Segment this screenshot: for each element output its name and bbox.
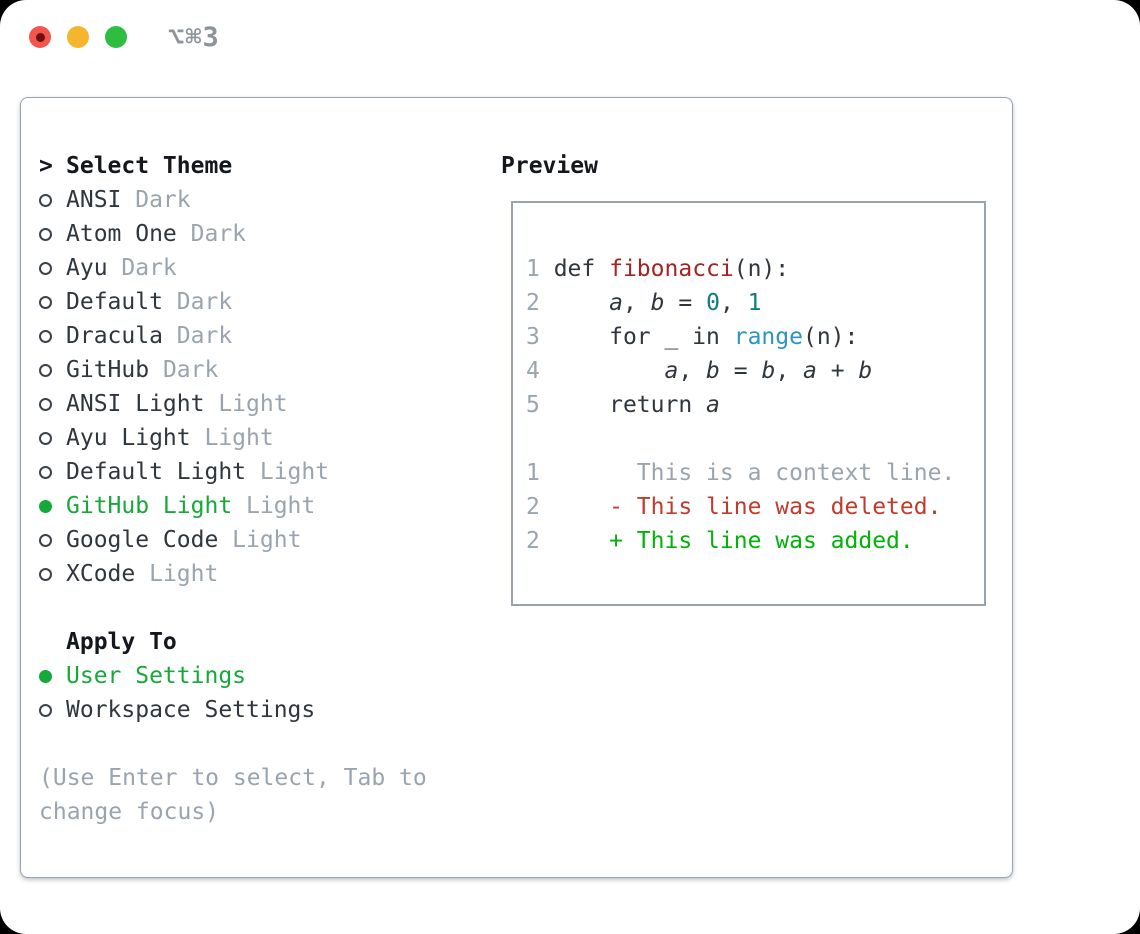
theme-option-atom-one-dark[interactable]: Atom One Dark — [39, 217, 479, 251]
select-theme-header-label: Select Theme — [66, 153, 233, 179]
apply-to-header-label: Apply To — [66, 629, 177, 655]
theme-option-default-light-light[interactable]: Default Light Light — [39, 455, 479, 489]
radio-unselected-icon — [39, 465, 66, 479]
code-line: 1 This is a context line. — [526, 460, 956, 486]
theme-label: Ayu Dark — [66, 255, 177, 281]
theme-option-google-code-light[interactable]: Google Code Light — [39, 523, 479, 557]
theme-option-dracula-dark[interactable]: Dracula Dark — [39, 319, 479, 353]
radio-unselected-icon — [39, 295, 66, 309]
radio-unselected-icon — [39, 533, 66, 547]
radio-unselected-icon — [39, 703, 66, 717]
theme-option-ayu-light-light[interactable]: Ayu Light Light — [39, 421, 479, 455]
apply-to-header: Apply To — [39, 625, 479, 659]
theme-option-ayu-dark[interactable]: Ayu Dark — [39, 251, 479, 285]
apply-option-user-settings[interactable]: User Settings — [39, 659, 479, 693]
code-line: 3 for _ in range(n): — [526, 324, 859, 350]
preview-box: 1 def fibonacci(n): 2 a, b = 0, 1 3 for _ … — [511, 201, 986, 606]
select-theme-header: > Select Theme — [39, 149, 479, 183]
spacer — [39, 591, 479, 625]
code-line: 2 a, b = 0, 1 — [526, 290, 762, 316]
theme-label: ANSI Dark — [66, 187, 191, 213]
radio-selected-icon — [39, 669, 66, 683]
spacer — [39, 727, 479, 761]
preview-header: Preview — [501, 153, 598, 179]
radio-unselected-icon — [39, 261, 66, 275]
titlebar: ⌥⌘3 — [0, 0, 1140, 75]
theme-option-xcode-light[interactable]: XCode Light — [39, 557, 479, 591]
radio-unselected-icon — [39, 227, 66, 241]
theme-label: GitHub Dark — [66, 357, 219, 383]
radio-unselected-icon — [39, 363, 66, 377]
radio-selected-icon — [39, 499, 66, 513]
close-button[interactable] — [29, 26, 51, 48]
code-line: 2 - This line was deleted. — [526, 494, 942, 520]
theme-label: Ayu Light Light — [66, 425, 274, 451]
theme-option-ansi-light-light[interactable]: ANSI Light Light — [39, 387, 479, 421]
minimize-button[interactable] — [67, 26, 89, 48]
radio-unselected-icon — [39, 193, 66, 207]
radio-unselected-icon — [39, 567, 66, 581]
cursor-caret-icon: > — [39, 153, 53, 179]
apply-option-workspace-settings[interactable]: Workspace Settings — [39, 693, 479, 727]
hint-text-line-2: change focus) — [39, 799, 220, 825]
preview-code: 1 def fibonacci(n): 2 a, b = 0, 1 3 for _ … — [526, 252, 974, 558]
radio-unselected-icon — [39, 431, 66, 445]
window-title: ⌥⌘3 — [168, 22, 220, 53]
theme-label: Atom One Dark — [66, 221, 247, 247]
apply-option-label: User Settings — [66, 663, 247, 689]
radio-unselected-icon — [39, 329, 66, 343]
radio-unselected-icon — [39, 397, 66, 411]
theme-option-github-light-light[interactable]: GitHub Light Light — [39, 489, 479, 523]
theme-label: Default Dark — [66, 289, 233, 315]
theme-label: Default Light Light — [66, 459, 330, 485]
theme-option-default-dark[interactable]: Default Dark — [39, 285, 479, 319]
hint-text-line-1: (Use Enter to select, Tab to — [39, 765, 427, 791]
code-line: 1 def fibonacci(n): — [526, 256, 790, 282]
theme-option-github-dark[interactable]: GitHub Dark — [39, 353, 479, 387]
theme-label: Google Code Light — [66, 527, 302, 553]
code-line: 2 + This line was added. — [526, 528, 914, 554]
theme-label: XCode Light — [66, 561, 219, 587]
theme-label: Dracula Dark — [66, 323, 233, 349]
zoom-button[interactable] — [105, 26, 127, 48]
close-dot-icon — [35, 32, 45, 42]
code-line — [526, 422, 974, 456]
apply-option-label: Workspace Settings — [66, 697, 316, 723]
theme-label: ANSI Light Light — [66, 391, 288, 417]
theme-option-ansi-dark[interactable]: ANSI Dark — [39, 183, 479, 217]
code-line: 4 a, b = b, a + b — [526, 358, 873, 384]
theme-label: GitHub Light Light — [66, 493, 316, 519]
code-line: 5 return a — [526, 392, 720, 418]
